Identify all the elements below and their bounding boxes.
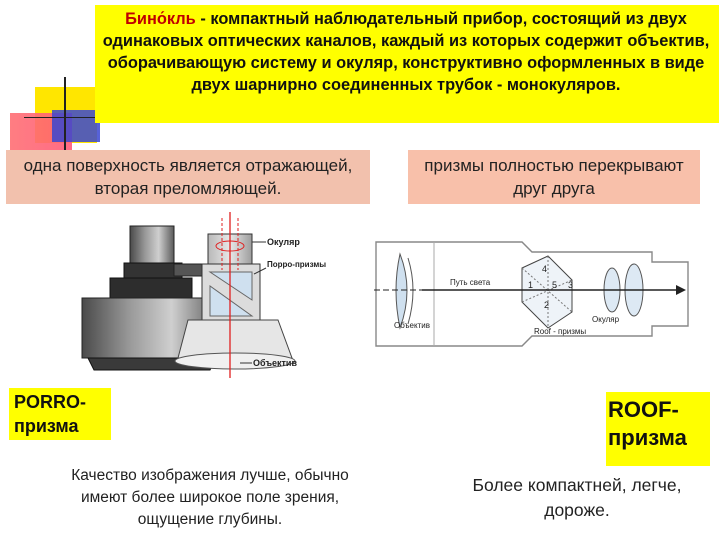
porro-eye-ring xyxy=(215,240,245,252)
title-term: Бино́кль xyxy=(125,10,196,28)
roof-prisms-label: Roof - призмы xyxy=(534,327,586,336)
decorative-line-horizontal xyxy=(24,117,114,118)
porro-label-background xyxy=(9,388,111,440)
porro-prisms-label: Порро-призмы xyxy=(267,260,326,269)
porro-eyepiece-label: Окуляр xyxy=(267,237,300,247)
roof-prism-number-1: 1 xyxy=(528,280,533,290)
roof-note-background xyxy=(408,150,700,204)
roof-objective-label: Объектив xyxy=(394,321,430,330)
roof-light-path-label: Путь света xyxy=(450,278,491,287)
porro-note-background xyxy=(6,150,370,204)
porro-prism-upper xyxy=(208,271,253,301)
porro-label: PORRO-призма xyxy=(14,392,86,436)
roof-objective-lens-rear xyxy=(407,257,414,325)
porro-note: одна поверхность является отражающей, вт… xyxy=(23,156,353,198)
roof-note: призмы полностью перекрывают друг друга xyxy=(424,156,684,198)
porro-prism-housing-left xyxy=(109,277,193,301)
decorative-line-vertical xyxy=(64,77,66,153)
roof-objective-lens xyxy=(395,252,408,330)
roof-light-arrow xyxy=(676,285,686,295)
roof-label: ROOF-призма xyxy=(608,397,687,450)
porro-prism-lower xyxy=(209,285,254,317)
title-paragraph: Бино́кль - компактный наблюдательный при… xyxy=(96,8,716,96)
roof-prism-number-4: 4 xyxy=(542,264,547,274)
roof-description: Более компактней, легче, дороже. xyxy=(472,475,682,520)
roof-housing-outline xyxy=(375,241,689,347)
decorative-square-blue xyxy=(52,110,100,142)
leader-line xyxy=(253,267,267,275)
porro-objective-lens xyxy=(174,352,296,370)
roof-eyepiece-label: Окуляр xyxy=(592,315,620,324)
porro-eyepiece-cap-left xyxy=(129,225,175,267)
porro-description: Качество изображения лучше, обычно имеют… xyxy=(71,467,349,528)
porro-binocular-diagram: Окуляр Порро-призмы Объектив xyxy=(81,212,326,378)
roof-prism-number-5: 5 xyxy=(552,280,557,290)
porro-objective-tube-right xyxy=(177,319,293,359)
porro-objective-label: Объектив xyxy=(253,358,297,368)
roof-prism-number-2: 2 xyxy=(544,300,549,310)
title-background xyxy=(95,5,719,123)
roof-label-background xyxy=(606,392,710,466)
roof-binocular-diagram: 4 1 5 3 2 Путь света Объектив Окуляр Roo… xyxy=(374,241,689,347)
title-definition: - компактный наблюдательный прибор, сост… xyxy=(102,10,710,94)
roof-prism-number-3: 3 xyxy=(568,280,573,290)
